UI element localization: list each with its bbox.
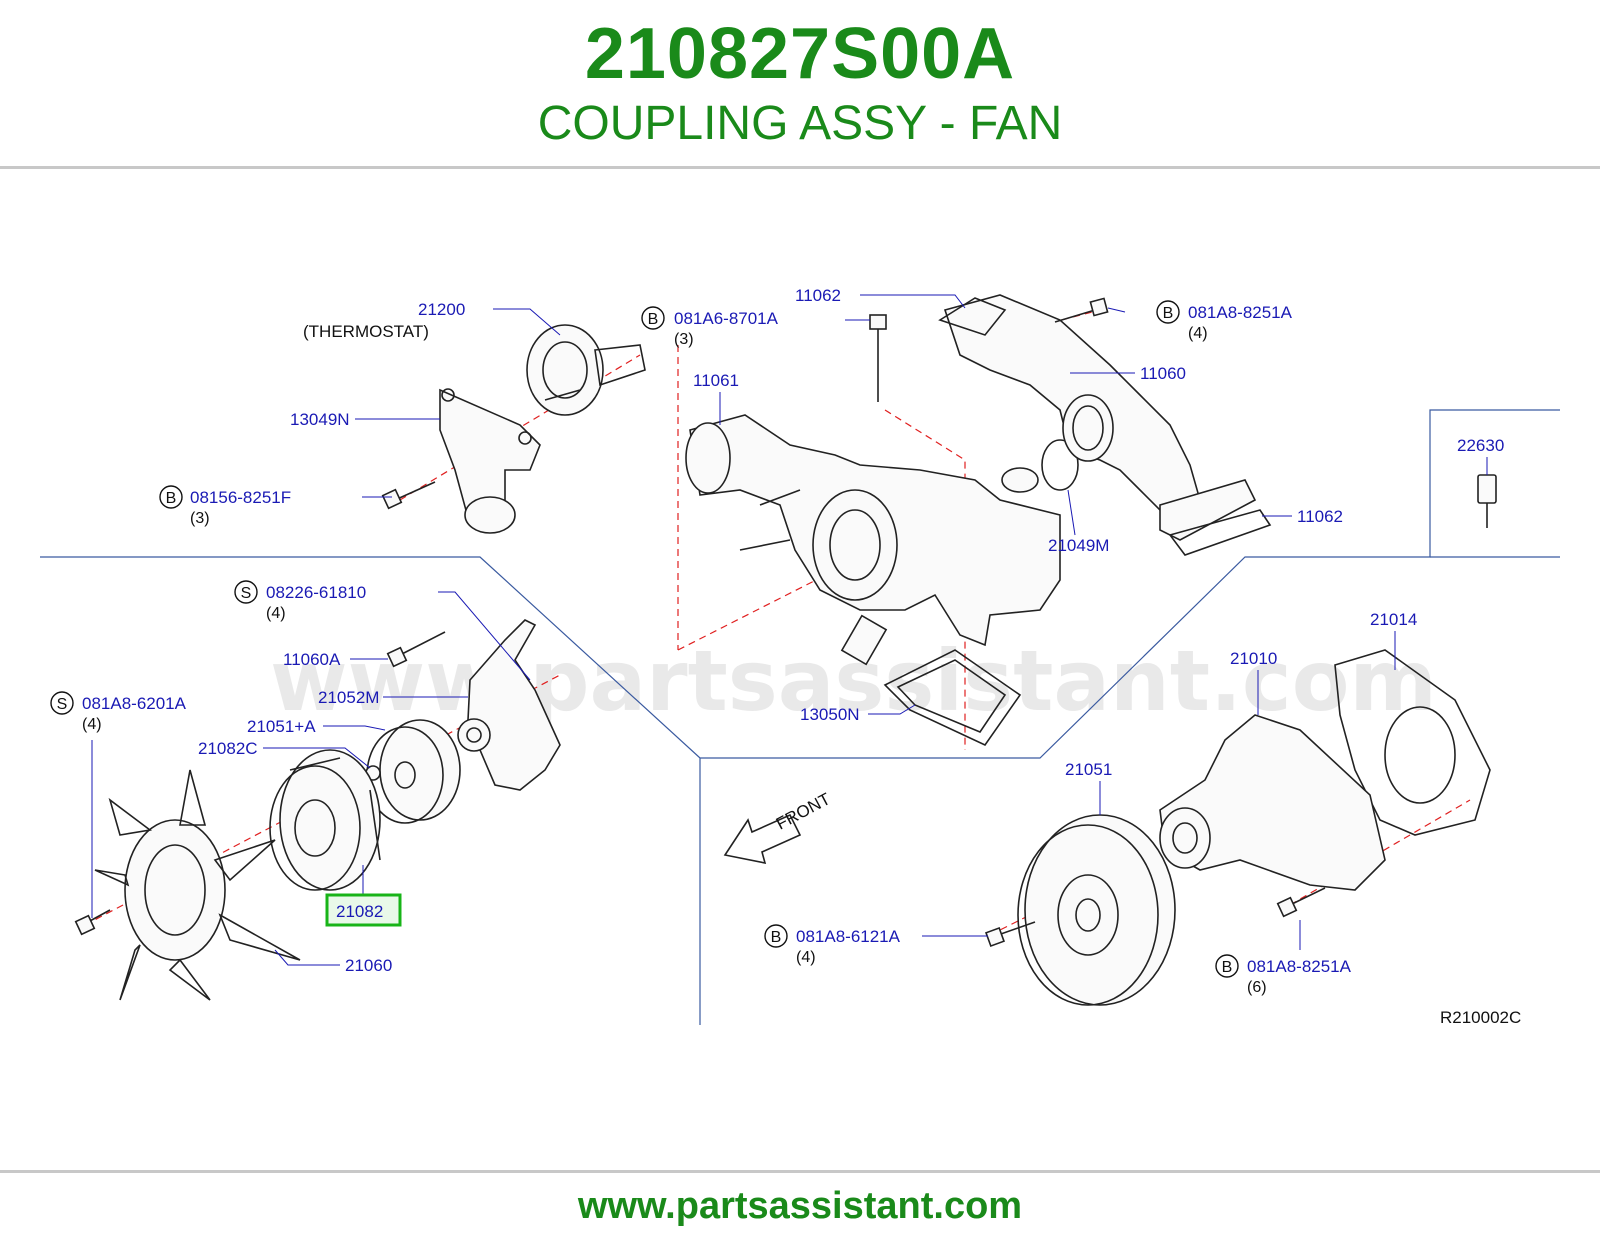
- callout-08226-61810[interactable]: S 08226-61810 (4): [234, 580, 531, 681]
- callout-08156-8251f[interactable]: B 08156-8251F (3): [159, 485, 392, 527]
- svg-text:B: B: [648, 311, 659, 328]
- svg-text:(4): (4): [266, 605, 286, 622]
- callout-21014[interactable]: 21014: [1370, 610, 1417, 670]
- svg-text:081A8-8251A: 081A8-8251A: [1247, 957, 1352, 976]
- water-inlet-housing-drawing: [439, 388, 541, 534]
- svg-text:B: B: [771, 929, 782, 946]
- callout-081a6-8701a[interactable]: B 081A6-8701A (3): [641, 306, 779, 348]
- svg-text:21052M: 21052M: [318, 688, 379, 707]
- callout-21049m[interactable]: 21049M: [1048, 489, 1109, 555]
- fan-coupling-drawing: [269, 749, 381, 891]
- long-bolt-drawing: [869, 314, 887, 402]
- callout-22630[interactable]: 22630: [1457, 436, 1504, 475]
- svg-text:08226-61810: 08226-61810: [266, 583, 366, 602]
- gasket-13050n-drawing: [883, 649, 1022, 747]
- svg-text:11062: 11062: [795, 286, 841, 305]
- svg-text:21049M: 21049M: [1048, 536, 1109, 555]
- part-name-subtitle: COUPLING ASSY - FAN: [537, 97, 1063, 150]
- gasket-11062-bottom-drawing: [1168, 509, 1272, 556]
- footer-website-link[interactable]: www.partsassistant.com: [577, 1185, 1023, 1227]
- callout-21082-highlighted[interactable]: 21082: [325, 865, 402, 927]
- callout-21200[interactable]: 21200 (THERMOSTAT): [303, 300, 561, 341]
- svg-text:21082C: 21082C: [198, 739, 258, 758]
- thermostat-drawing: [526, 324, 646, 416]
- cooling-fan-drawing: [94, 769, 301, 1001]
- svg-text:(4): (4): [1188, 325, 1208, 342]
- water-pipe-drawing: [943, 294, 1257, 541]
- footer-divider: [0, 1170, 1600, 1173]
- callout-21010[interactable]: 21010: [1230, 649, 1277, 715]
- pump-bolt-drawing: [1276, 887, 1326, 918]
- svg-text:(3): (3): [190, 510, 210, 527]
- svg-text:22630: 22630: [1457, 436, 1504, 455]
- callout-081a8-6201a[interactable]: S 081A8-6201A (4): [50, 691, 187, 918]
- callout-11062-top[interactable]: 11062: [795, 286, 966, 321]
- thermostat-note: (THERMOSTAT): [303, 322, 429, 341]
- svg-text:11060A: 11060A: [283, 650, 341, 669]
- callout-081a8-6121a[interactable]: B 081A8-6121A (4): [764, 924, 988, 966]
- svg-text:21060: 21060: [345, 956, 392, 975]
- front-label: FRONT: [773, 789, 834, 833]
- water-outlet-housing-drawing: [685, 414, 1061, 666]
- svg-text:21051: 21051: [1065, 760, 1112, 779]
- svg-text:21014: 21014: [1370, 610, 1417, 629]
- svg-text:081A8-6201A: 081A8-6201A: [82, 694, 187, 713]
- callout-13050n[interactable]: 13050N: [800, 704, 916, 724]
- svg-text:21082: 21082: [336, 902, 383, 921]
- svg-text:13049N: 13049N: [290, 410, 350, 429]
- svg-text:081A8-8251A: 081A8-8251A: [1188, 303, 1293, 322]
- svg-text:B: B: [166, 490, 177, 507]
- section-dividers: [40, 409, 1560, 1025]
- water-pump-drawing: [1159, 714, 1386, 891]
- svg-text:08156-8251F: 08156-8251F: [190, 488, 291, 507]
- part-number-title: 210827S00A: [584, 14, 1016, 94]
- fan-bolt-drawing: [74, 909, 111, 936]
- svg-text:081A6-8701A: 081A6-8701A: [674, 309, 779, 328]
- svg-text:B: B: [1163, 305, 1174, 322]
- svg-text:081A8-6121A: 081A8-6121A: [796, 927, 901, 946]
- svg-text:B: B: [1222, 959, 1233, 976]
- svg-text:21200: 21200: [418, 300, 465, 319]
- svg-text:S: S: [57, 696, 68, 713]
- callout-21060[interactable]: 21060: [274, 949, 392, 975]
- svg-text:(6): (6): [1247, 979, 1267, 996]
- water-pump-gasket-drawing: [1334, 649, 1491, 836]
- svg-text:11060: 11060: [1140, 364, 1186, 383]
- callout-11060[interactable]: 11060: [1070, 364, 1186, 383]
- callout-11060a[interactable]: 11060A: [283, 650, 388, 669]
- callout-081a8-8251a-bottom[interactable]: B 081A8-8251A (6): [1215, 920, 1352, 996]
- diagram-canvas: www.partsassistant.com: [40, 286, 1560, 1027]
- callout-21082c[interactable]: 21082C: [198, 739, 371, 769]
- callout-21052m[interactable]: 21052M: [318, 688, 468, 707]
- svg-text:21051+A: 21051+A: [247, 717, 316, 736]
- diagram-code: R210002C: [1440, 1008, 1521, 1027]
- bolt-top-right-drawing: [1054, 297, 1109, 323]
- exploded-parts-diagram: www.partsassistant.com: [0, 170, 1600, 1170]
- callout-11061[interactable]: 11061: [693, 371, 739, 425]
- callout-11062-bottom[interactable]: 11062: [1262, 507, 1343, 526]
- callout-21051a[interactable]: 21051+A: [247, 717, 386, 736]
- callout-13049n[interactable]: 13049N: [290, 410, 440, 429]
- pulley-21051a-drawing: [366, 719, 461, 824]
- o-ring-drawing: [1041, 439, 1079, 491]
- bracket-drawing: [457, 619, 561, 791]
- header-divider: [0, 166, 1600, 169]
- page-header: 210827S00A COUPLING ASSY - FAN: [0, 0, 1600, 170]
- svg-text:11062: 11062: [1297, 507, 1343, 526]
- callout-081a8-8251a-top[interactable]: B 081A8-8251A (4): [1107, 300, 1293, 342]
- water-pump-pulley-drawing: [1017, 814, 1176, 1006]
- temperature-sensor-drawing: [1477, 474, 1497, 528]
- svg-text:(4): (4): [82, 716, 102, 733]
- svg-text:(4): (4): [796, 949, 816, 966]
- svg-text:S: S: [241, 585, 252, 602]
- svg-text:(3): (3): [674, 331, 694, 348]
- bolt-11060a-drawing: [386, 631, 446, 668]
- svg-text:21010: 21010: [1230, 649, 1277, 668]
- pulley-bolt-drawing: [985, 921, 1036, 947]
- front-direction-arrow: FRONT: [723, 789, 834, 865]
- callout-21051[interactable]: 21051: [1065, 760, 1112, 815]
- svg-text:11061: 11061: [693, 371, 739, 390]
- bolt-drawing: [381, 481, 436, 510]
- svg-text:13050N: 13050N: [800, 705, 860, 724]
